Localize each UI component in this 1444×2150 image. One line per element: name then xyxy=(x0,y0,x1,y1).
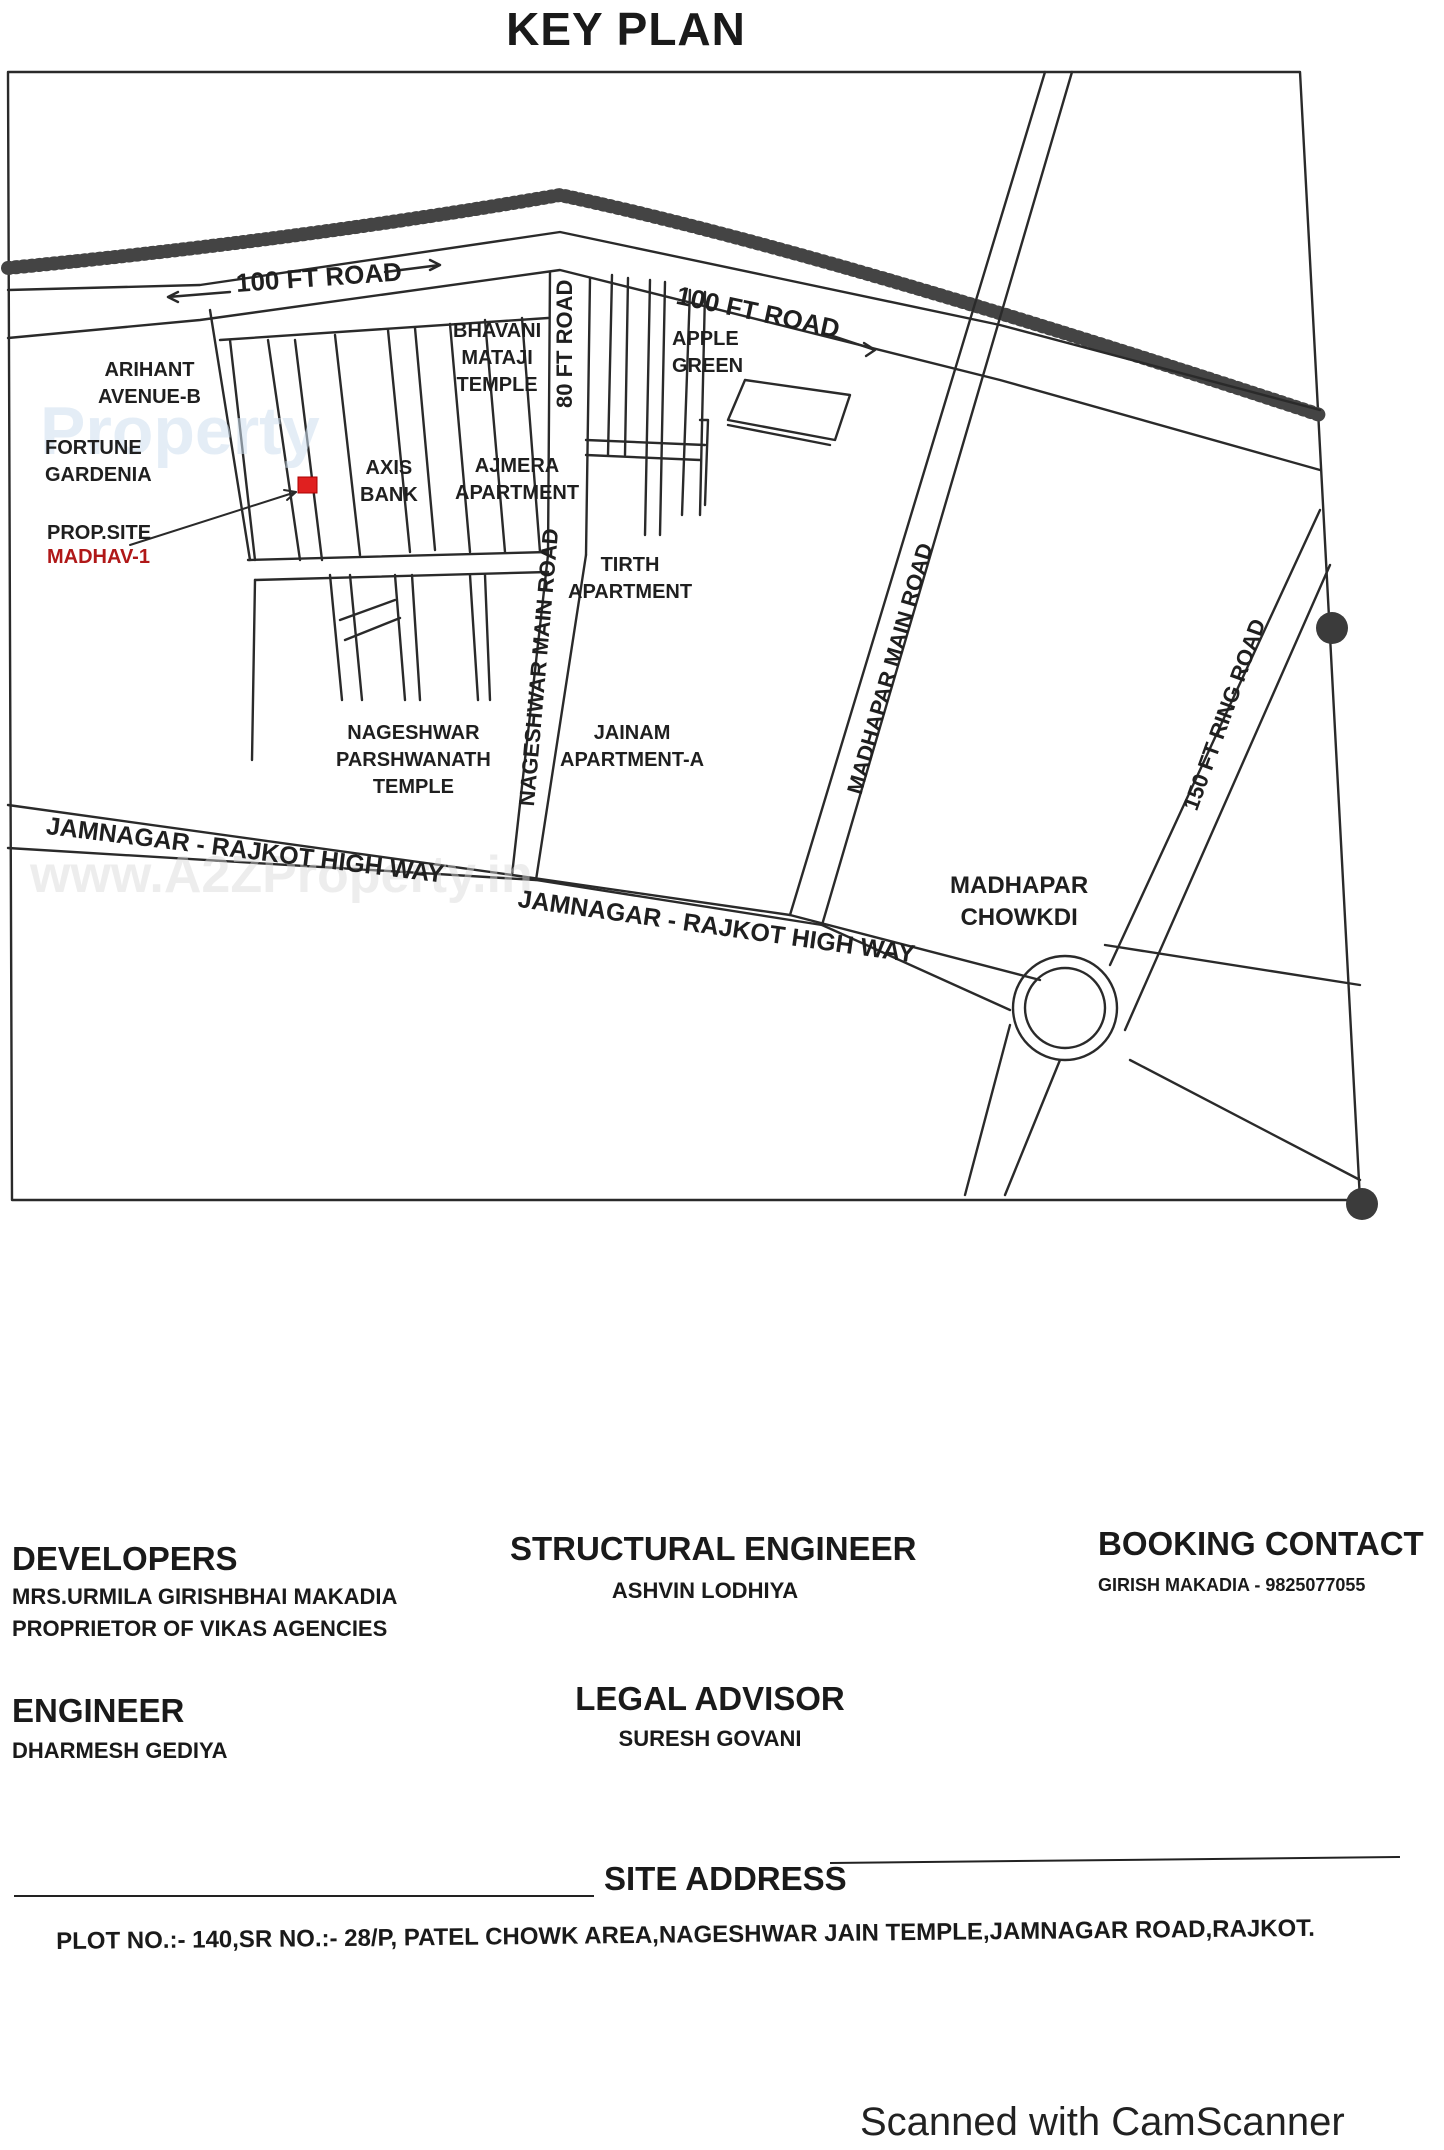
site-address-heading: SITE ADDRESS xyxy=(604,1860,847,1897)
madhapar-road-left xyxy=(788,70,1047,917)
colony-street-4 xyxy=(386,328,412,554)
nageshwar-road-right xyxy=(534,553,588,882)
tirth-east-stub xyxy=(698,418,710,507)
colony-street-2 xyxy=(293,338,324,562)
madhapar-chowkdi-label: MADHAPAR CHOWKDI xyxy=(950,872,1089,931)
legal-advisor-name: SURESH GOVANI xyxy=(618,1726,802,1751)
colony-cross-top xyxy=(218,316,550,342)
arrow-right-road xyxy=(383,258,442,274)
tirth-street-2 xyxy=(623,276,630,457)
bhavani-temple-label: BHAVANI MATAJI TEMPLE xyxy=(453,320,542,396)
prop-site-leader-head xyxy=(283,489,297,501)
watermark-url: www.A2ZProperty.in xyxy=(30,846,533,904)
ring-road-se xyxy=(1128,1058,1362,1182)
site-address-text: PLOT NO.:- 140,SR NO.:- 28/P, PATEL CHOW… xyxy=(56,1914,1316,1955)
colony-south-5 xyxy=(410,573,422,702)
eighty-ft-road-label: 80 FT ROAD xyxy=(552,279,577,408)
eighty-ft-road-right xyxy=(584,276,592,557)
colony-street-6 xyxy=(448,322,472,554)
ring-road-south-right xyxy=(1003,1058,1062,1197)
punch-hole-upper xyxy=(1316,612,1348,644)
camscanner-footer: Scanned with CamScanner xyxy=(860,2100,1345,2144)
legal-advisor-heading: LEGAL ADVISOR xyxy=(575,1680,845,1717)
colony-street-3 xyxy=(333,333,362,557)
tirth-apartment-label: TIRTH APARTMENT xyxy=(568,554,693,603)
colony-south-2 xyxy=(328,573,344,702)
key-plan-map xyxy=(1,70,1362,1202)
watermark-brand: Property xyxy=(40,393,320,469)
developers-heading: DEVELOPERS xyxy=(12,1540,238,1577)
prop-site-leader xyxy=(129,491,297,546)
chowkdi-circle xyxy=(1011,954,1119,1062)
prop-site-marker xyxy=(297,476,318,494)
ajmera-apartment-label: AJMERA APARTMENT xyxy=(455,455,580,504)
colony-street-7 xyxy=(483,318,507,554)
booking-contact-name: GIRISH MAKADIA - 9825077055 xyxy=(1098,1575,1366,1595)
jainam-apartment-label: JAINAM APARTMENT-A xyxy=(560,722,705,771)
booking-contact-heading: BOOKING CONTACT xyxy=(1098,1525,1424,1562)
colony-south-link xyxy=(338,598,397,622)
axis-bank-label: AXIS BANK xyxy=(360,457,418,506)
developers-line-1: MRS.URMILA GIRISHBHAI MAKADIA xyxy=(12,1584,398,1609)
chowkdi-inner xyxy=(1023,966,1107,1050)
madhapar-road-right xyxy=(820,70,1074,927)
arrow-left-road xyxy=(166,290,232,304)
highway-lower-edge xyxy=(6,846,1012,1012)
site-address-rule-left xyxy=(14,1895,594,1897)
apple-green-line xyxy=(726,423,832,447)
structural-engineer-name: ASHVIN LODHIYA xyxy=(611,1578,799,1603)
railway-ticks xyxy=(1,188,1327,422)
colony-cross-mid xyxy=(246,550,550,562)
colony-cross-low xyxy=(253,570,550,582)
top-road-upper-edge xyxy=(6,230,1322,412)
tirth-street-3 xyxy=(643,278,652,537)
ring-road-left xyxy=(1108,508,1322,967)
tirth-street-5 xyxy=(680,288,692,517)
colony-south-4 xyxy=(393,573,407,702)
colony-street-8 xyxy=(520,316,542,554)
prop-site-label: PROP.SITE xyxy=(47,522,152,544)
arrow-right-top xyxy=(828,333,877,358)
nageshwar-temple-label: NAGESHWAR PARSHWANATH TEMPLE xyxy=(336,722,491,798)
highway-east-upper xyxy=(1103,943,1362,987)
colony-south-6 xyxy=(468,573,480,702)
structural-engineer-heading: STRUCTURAL ENGINEER xyxy=(510,1530,917,1567)
engineer-name: DHARMESH GEDIYA xyxy=(12,1738,228,1763)
ring-road-right xyxy=(1123,563,1332,1032)
colony-left-boundary xyxy=(208,308,252,562)
apple-green-block xyxy=(726,378,852,442)
engineer-heading: ENGINEER xyxy=(12,1692,185,1729)
colony-south-1 xyxy=(250,578,257,762)
ring-road-south-left xyxy=(963,1023,1012,1197)
fortune-gardenia-label: FORTUNE GARDENIA xyxy=(45,437,152,486)
colony-south-3 xyxy=(348,573,364,702)
developers-line-2: PROPRIETOR OF VIKAS AGENCIES xyxy=(12,1616,388,1641)
arihant-avenue-label: ARIHANT AVENUE-B xyxy=(98,359,201,408)
colony-south-link-2 xyxy=(343,616,402,642)
colony-inner-left xyxy=(228,338,257,562)
prop-site-name-label: MADHAV-1 xyxy=(47,546,150,568)
site-address-rule-right xyxy=(830,1856,1400,1864)
colony-street-5 xyxy=(413,326,437,552)
tirth-cross-1 xyxy=(584,438,707,447)
tirth-street-1 xyxy=(606,273,614,457)
tirth-street-6 xyxy=(698,290,707,517)
tirth-street-4 xyxy=(658,280,667,537)
colony-south-7 xyxy=(483,573,492,702)
top-road-lower-edge xyxy=(6,268,1322,472)
key-plan-title: KEY PLAN xyxy=(506,3,746,55)
apple-green-label: APPLE GREEN xyxy=(672,328,744,377)
highway-upper-edge xyxy=(6,803,1042,982)
nageshwar-road-left xyxy=(510,553,550,877)
colony-street-1 xyxy=(266,338,302,562)
eighty-ft-road-left xyxy=(546,270,552,557)
punch-hole-lower xyxy=(1346,1188,1378,1220)
tirth-cross-2 xyxy=(584,453,702,462)
